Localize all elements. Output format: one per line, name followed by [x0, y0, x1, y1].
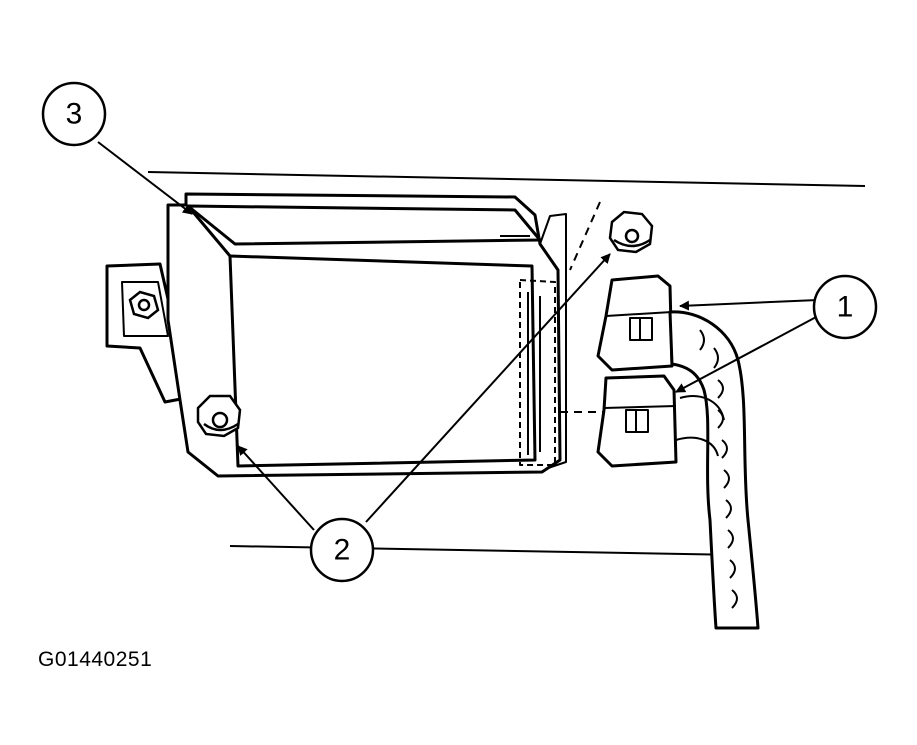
nut-upper	[608, 210, 654, 254]
connector-upper	[596, 274, 674, 372]
electrical-connectors	[596, 274, 678, 468]
callout-3: 3	[41, 81, 107, 147]
leader-lines	[97, 141, 819, 531]
wiring-harness	[668, 310, 760, 630]
nut-lower	[196, 394, 242, 438]
callout-1-label: 1	[837, 291, 854, 324]
callout-2: 2	[309, 517, 375, 583]
callout-1: 1	[812, 274, 878, 340]
bolt-left-bracket	[128, 290, 160, 320]
callout-3-label: 3	[66, 98, 83, 131]
figure-id: G01440251	[38, 648, 153, 671]
control-module	[105, 192, 567, 478]
left-bracket	[105, 262, 188, 404]
alignment-guides	[560, 201, 606, 413]
module-face	[228, 254, 537, 468]
callout-2-label: 2	[334, 534, 351, 567]
